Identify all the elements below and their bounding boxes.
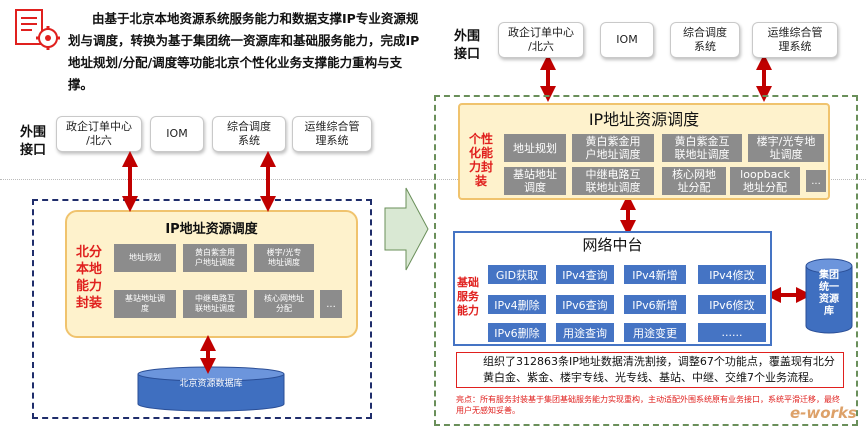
right-func-basestation: 基站地址 调度	[504, 167, 566, 195]
left-db-cylinder	[136, 366, 286, 412]
right-ext-label: 外围 接口	[454, 29, 481, 62]
left-ext-ops: 运维综合管 理系统	[292, 116, 372, 152]
left-func-more: ...	[320, 290, 342, 318]
right-ext-iom: IOM	[600, 22, 654, 58]
left-func-core: 核心网地址 分配	[254, 290, 314, 318]
left-func-address-plan: 地址规划	[114, 244, 176, 272]
svc-ipv6-delete: IPv6删除	[488, 323, 546, 342]
left-frame	[32, 199, 372, 419]
right-ext-order-center: 政企订单中心 /北六	[498, 22, 584, 58]
svc-more: ......	[698, 323, 766, 342]
summary-box: 组织了312863条IP地址数据清洗割接，调整67个功能点，覆盖现有北分黄白金、…	[456, 352, 844, 388]
right-func-interconnect-dispatch: 黄白紫金互 联地址调度	[662, 134, 742, 162]
right-ext-dispatch: 综合调度 系统	[670, 22, 740, 58]
group-db-cylinder	[804, 258, 854, 334]
right-func-loopback: loopback 地址分配	[730, 167, 800, 195]
mid-side-label: 基础 服务 能力	[457, 276, 479, 317]
transition-arrow	[384, 186, 430, 272]
svc-ipv4-query: IPv4查询	[556, 265, 614, 284]
right-func-address-plan: 地址规划	[504, 134, 566, 162]
right-func-relay: 中继电路互 联地址调度	[572, 167, 654, 195]
left-db-label: 北京资源数据库	[179, 379, 243, 389]
svc-ipv4-delete: IPv4删除	[488, 295, 546, 314]
left-func-basestation: 基站地址调 度	[114, 290, 176, 318]
left-ext-order-center: 政企订单中心 /北六	[56, 116, 142, 152]
right-func-user-dispatch: 黄白紫金用 户地址调度	[572, 134, 654, 162]
right-frame	[434, 95, 858, 426]
svc-ipv6-modify: IPv6修改	[698, 295, 766, 314]
right-func-more: ...	[806, 170, 826, 192]
intro-text: 由基于北京本地资源系统服务能力和数据支撑IP专业资源规划与调度，转换为基于集团统…	[68, 11, 420, 92]
document-gear-icon	[12, 8, 64, 52]
svc-ipv6-query: IPv6查询	[556, 295, 614, 314]
right-ext-ops: 运维综合管 理系统	[752, 22, 838, 58]
highlight-note: 亮点：所有服务封装基于集团基础服务能力实现重构，主动适配外围系统原有业务接口，系…	[456, 395, 840, 415]
right-panel-title: IP地址资源调度	[588, 110, 700, 129]
svc-ipv6-add: IPv6新增	[624, 295, 686, 314]
left-side-label: 北分 本地 能力 封装	[75, 245, 102, 311]
right-side-label: 个性 化能 力封 装	[468, 132, 493, 188]
svc-ipv4-modify: IPv4修改	[698, 265, 766, 284]
left-func-user-dispatch: 黄白紫金用 户地址调度	[183, 244, 247, 272]
right-func-core: 核心网地 址分配	[662, 167, 726, 195]
left-ext-dispatch: 综合调度 系统	[212, 116, 286, 152]
svc-gid-get: GID获取	[488, 265, 546, 284]
left-func-building-dispatch: 楼宇/光专 地址调度	[254, 244, 314, 272]
left-ext-label: 外围 接口	[20, 125, 47, 158]
network-platform-title: 网络中台	[582, 236, 643, 254]
left-ext-iom: IOM	[150, 116, 204, 152]
left-func-relay: 中继电路互 联地址调度	[183, 290, 247, 318]
right-func-building-dispatch: 楼宇/光专地 址调度	[748, 134, 824, 162]
left-panel-title: IP地址资源调度	[165, 222, 258, 237]
group-db-label: 集团 统一 资源 库	[819, 270, 839, 317]
watermark: e-works	[790, 404, 857, 422]
divider-line	[0, 179, 866, 180]
svc-usage-query: 用途查询	[556, 323, 614, 342]
svc-ipv4-add: IPv4新增	[624, 265, 686, 284]
svc-usage-change: 用途变更	[624, 323, 686, 342]
